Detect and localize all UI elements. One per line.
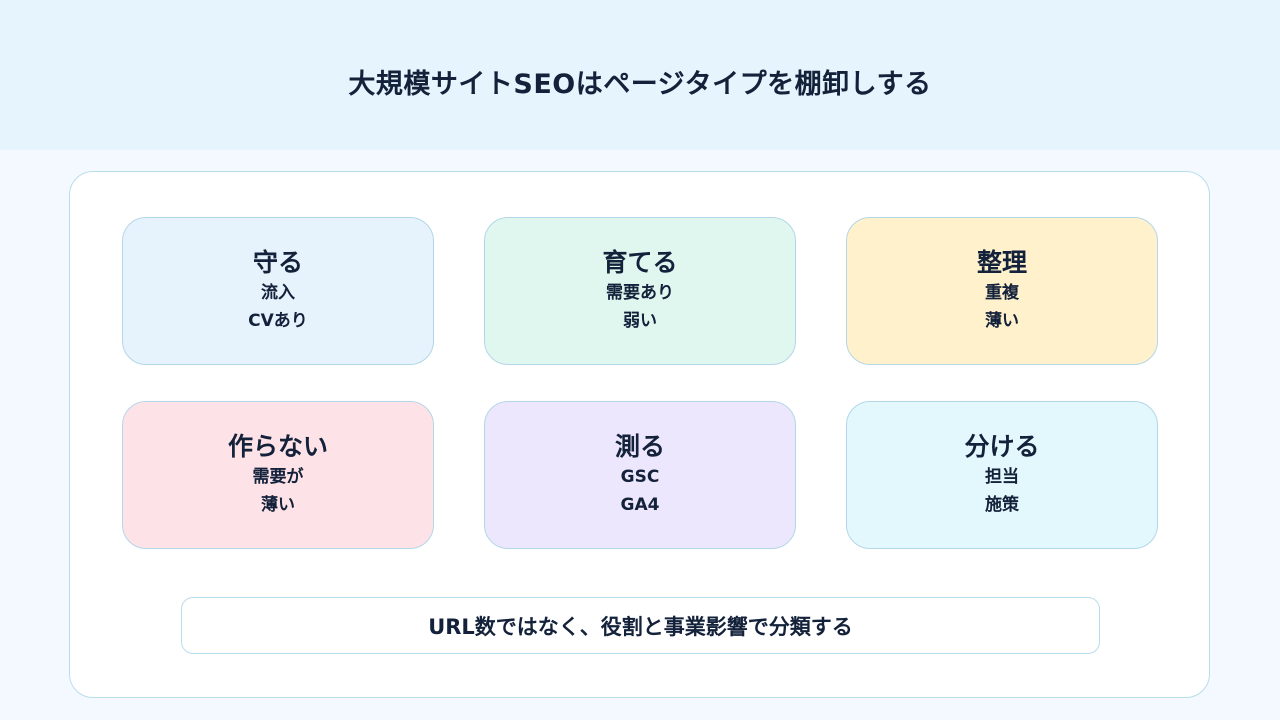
card-line: 重複: [985, 283, 1019, 303]
card-title: 守る: [252, 248, 303, 277]
card-measure: 測る GSC GA4: [484, 401, 796, 549]
card-line: 流入: [261, 283, 295, 303]
card-line: CVあり: [248, 311, 308, 331]
card-line: 需要あり: [606, 283, 674, 303]
card-line: GA4: [620, 495, 660, 515]
card-line: GSC: [620, 467, 660, 487]
card-protect: 守る 流入 CVあり: [122, 217, 434, 365]
footer-text: URL数ではなく、役割と事業影響で分類する: [428, 614, 853, 639]
card-organize: 整理 重複 薄い: [846, 217, 1158, 365]
footer-bar: URL数ではなく、役割と事業影響で分類する: [181, 597, 1100, 654]
header-band: 大規模サイトSEOはページタイプを棚卸しする: [0, 0, 1280, 150]
card-dont-create: 作らない 需要が 薄い: [122, 401, 434, 549]
page-title: 大規模サイトSEOはページタイプを棚卸しする: [348, 68, 932, 100]
card-line: 薄い: [261, 495, 295, 515]
card-line: 薄い: [985, 311, 1019, 331]
card-line: 施策: [985, 495, 1019, 515]
card-title: 測る: [614, 432, 665, 461]
card-line: 担当: [985, 467, 1019, 487]
card-line: 需要が: [252, 467, 304, 487]
card-title: 育てる: [602, 248, 678, 277]
card-title: 分ける: [964, 432, 1040, 461]
card-line: 弱い: [623, 311, 657, 331]
card-grow: 育てる 需要あり 弱い: [484, 217, 796, 365]
card-divide: 分ける 担当 施策: [846, 401, 1158, 549]
card-title: 整理: [976, 248, 1027, 277]
card-title: 作らない: [227, 432, 328, 461]
